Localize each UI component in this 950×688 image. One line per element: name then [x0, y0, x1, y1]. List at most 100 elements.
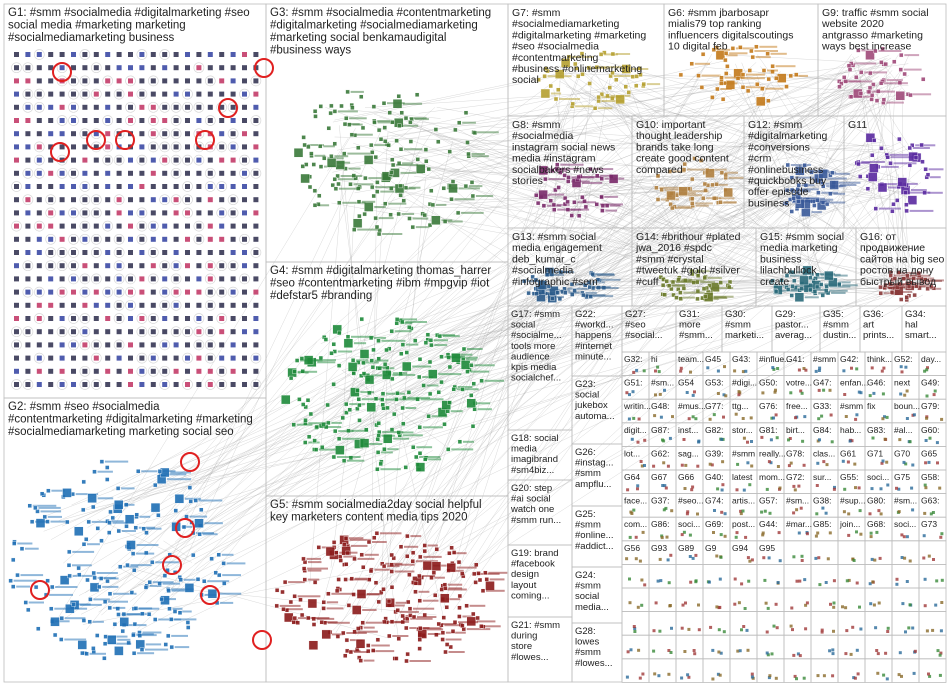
group-label-g31: G31: [679, 309, 700, 320]
group-label-g17: #socialme... [511, 330, 562, 341]
group-label-g2: #contentmarketing #digitalmarketing #mar… [8, 414, 253, 426]
graph-node [432, 571, 436, 575]
group-label-g25: #smm [575, 520, 601, 531]
graph-node [639, 677, 642, 680]
node-caption [598, 107, 612, 109]
graph-node [33, 506, 37, 510]
graph-node [25, 144, 30, 149]
graph-node [797, 199, 801, 203]
graph-node [775, 677, 778, 680]
group-label-g7: #business #onlinemarketing [512, 63, 642, 75]
node-caption [455, 198, 475, 200]
graph-node [815, 535, 818, 538]
graph-node [94, 303, 99, 308]
graph-node [139, 92, 144, 97]
graph-node [924, 484, 927, 487]
graph-node [432, 562, 441, 571]
group-box-small [703, 612, 730, 636]
node-caption [362, 609, 376, 611]
graph-node [185, 52, 190, 57]
group-label-g8: stories [512, 175, 543, 187]
graph-node [466, 370, 470, 374]
group-label-g13: #socialmedia [512, 265, 573, 277]
graph-node [151, 316, 156, 321]
graph-node [219, 184, 224, 189]
graph-node [877, 509, 880, 512]
graph-node [842, 75, 846, 79]
graph-node [767, 77, 771, 81]
graph-node [353, 557, 357, 561]
graph-node [314, 448, 318, 452]
graph-node [857, 672, 860, 675]
graph-node [636, 484, 639, 487]
graph-node [733, 603, 736, 606]
graph-node [700, 85, 704, 89]
graph-node [139, 184, 144, 189]
graph-node [71, 290, 76, 295]
graph-node [231, 342, 236, 347]
group-label-g34: hal [905, 320, 918, 331]
graph-node [202, 579, 206, 583]
graph-node [399, 193, 403, 197]
graph-node [383, 362, 387, 366]
graph-node [128, 263, 133, 268]
graph-node [128, 171, 133, 176]
group-label-small: G38: [813, 496, 831, 506]
node-caption [776, 65, 796, 67]
graph-node [48, 316, 53, 321]
graph-node [635, 557, 638, 560]
group-label-g14: jwa_2016 #spdc [635, 242, 712, 254]
graph-node [798, 580, 801, 583]
node-caption [725, 172, 738, 174]
group-label-g23: jukebox [574, 400, 608, 411]
group-label-small: #sup... [840, 496, 866, 506]
graph-node [693, 652, 696, 655]
graph-node [231, 237, 236, 242]
graph-node [755, 82, 759, 86]
graph-node [25, 92, 30, 97]
graph-node [208, 250, 213, 255]
node-caption [308, 579, 320, 581]
graph-node [392, 412, 396, 416]
graph-node [402, 362, 411, 371]
graph-node [375, 225, 379, 229]
graph-node [306, 398, 310, 402]
graph-node [231, 184, 236, 189]
graph-node [196, 250, 201, 255]
graph-node [342, 459, 346, 463]
graph-node [82, 118, 87, 123]
graph-node [334, 187, 338, 191]
graph-node [597, 99, 601, 103]
node-caption [403, 434, 423, 436]
graph-node [117, 224, 122, 229]
node-caption [379, 217, 394, 219]
graph-node [397, 124, 401, 128]
group-label-small: G9 [705, 543, 717, 553]
graph-node [329, 111, 333, 115]
node-caption [720, 88, 731, 90]
graph-node [208, 105, 213, 110]
graph-node [429, 338, 433, 342]
graph-node [281, 395, 290, 404]
graph-node [14, 184, 19, 189]
graph-node [128, 105, 133, 110]
graph-node [460, 624, 464, 628]
graph-node [151, 382, 156, 387]
graph-node [60, 171, 65, 176]
group-label-g26: G26: [575, 447, 596, 458]
graph-node [600, 209, 604, 213]
graph-node [253, 250, 258, 255]
graph-node [906, 390, 909, 393]
group-label-small: face... [624, 496, 647, 506]
graph-node [105, 184, 110, 189]
group-label-small: #mus... [678, 401, 706, 411]
group-label-g15: business [760, 253, 801, 265]
graph-node [941, 579, 944, 582]
graph-node [713, 413, 716, 416]
graph-node [292, 423, 296, 427]
graph-node [858, 606, 861, 609]
group-label-g1: #socialmediamarketing business [8, 32, 174, 44]
node-caption [831, 292, 846, 294]
graph-node [185, 171, 190, 176]
node-caption [729, 52, 747, 54]
